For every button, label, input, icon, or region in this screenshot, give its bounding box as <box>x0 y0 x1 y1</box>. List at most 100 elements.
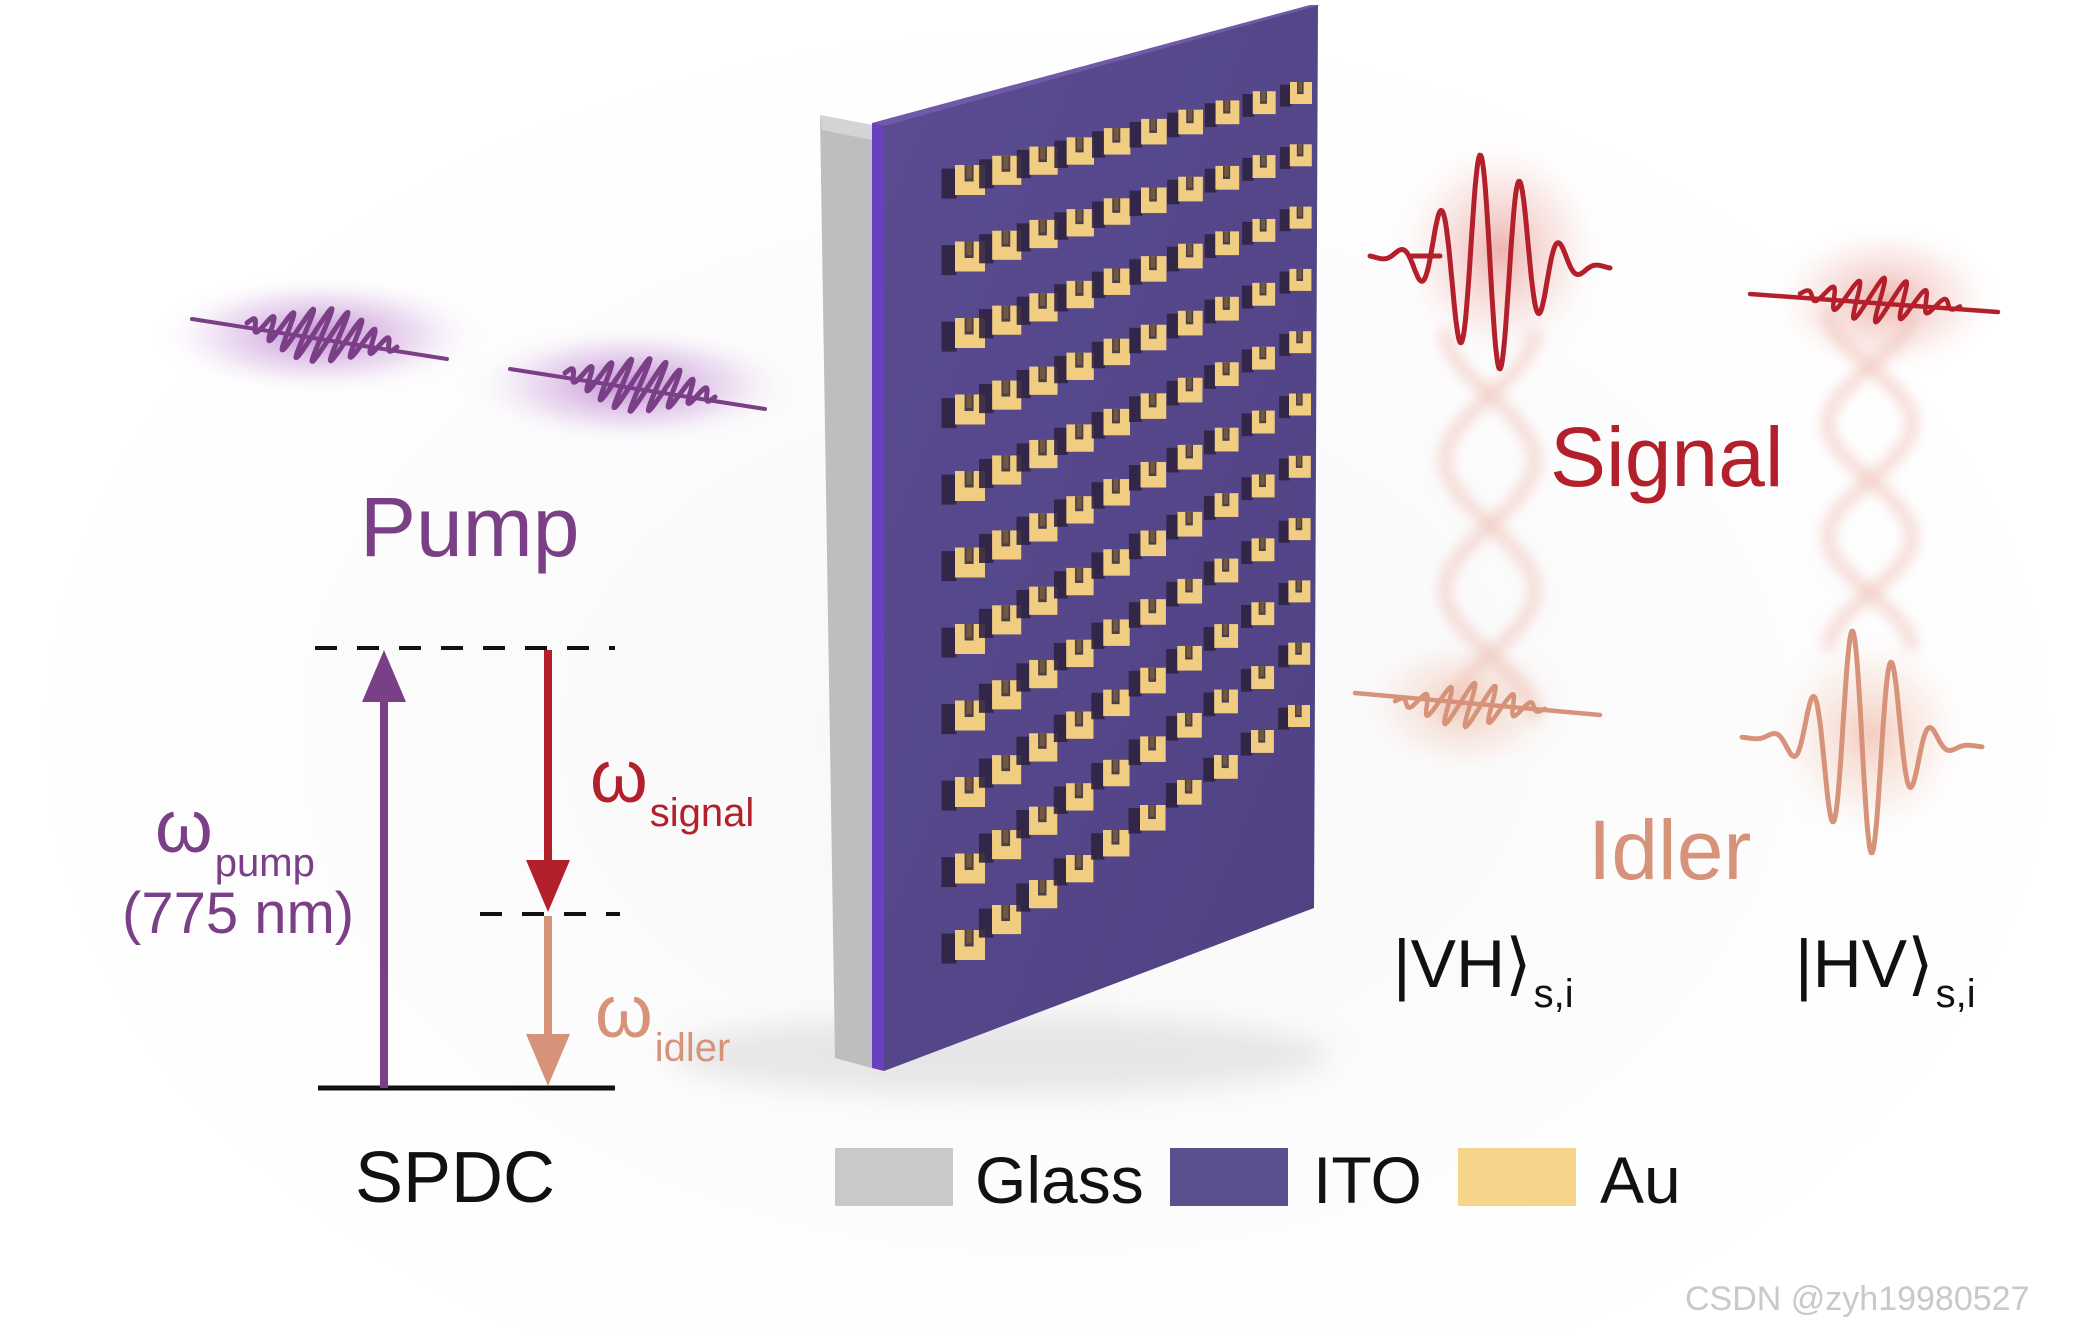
nanoantenna-cell <box>941 471 985 505</box>
nanoantenna-cell <box>1203 624 1239 651</box>
glass-layer <box>820 115 872 1068</box>
nanoantenna-cell <box>1204 296 1239 324</box>
nanoantenna-cell <box>1091 619 1130 650</box>
omega-signal-subscript: signal <box>649 791 755 835</box>
signal-glow-right <box>1765 220 2005 380</box>
nanoantenna-cell <box>1203 493 1239 520</box>
omega-signal-symbol: ω <box>590 735 648 818</box>
nanoantenna-cell <box>1204 362 1239 389</box>
nanoantenna-cell <box>1091 759 1130 790</box>
omega-signal-label: ωsignal <box>590 740 754 834</box>
nanoantenna-cell <box>1054 137 1094 168</box>
spdc-label: SPDC <box>355 1138 556 1218</box>
nanoantenna-cell <box>1016 513 1058 545</box>
nanoantenna-cell <box>1240 666 1275 692</box>
nanoantenna-cell <box>1241 282 1276 309</box>
nanoantenna-cell <box>941 318 985 352</box>
nanoantenna-cell <box>1241 346 1275 373</box>
nanoantenna-cell <box>1053 783 1094 814</box>
pump-arrow-head <box>362 650 406 702</box>
legend-label-glass: Glass <box>975 1143 1144 1217</box>
nanoantenna-cell <box>1166 511 1203 540</box>
nanoantenna-cell <box>1091 479 1130 509</box>
nanoantenna-cell <box>1053 639 1094 671</box>
state-hv-label: |HV⟩s,i <box>1795 930 1976 1014</box>
pump-wavelength-label: (775 nm) <box>122 881 355 946</box>
nanoantenna-cell <box>979 530 1022 563</box>
state-hv-subscript: s,i <box>1935 972 1976 1016</box>
nanoantenna-cell <box>1241 538 1275 565</box>
legend-swatch-glass <box>835 1148 953 1206</box>
nanoantenna-cell <box>1278 705 1310 730</box>
nanoantenna-cell <box>1091 268 1131 299</box>
nanoantenna-cell <box>1053 855 1094 886</box>
nanoantenna-cell <box>1242 91 1276 117</box>
nanoantenna-cell <box>941 930 985 964</box>
nanoantenna-cell <box>1279 144 1312 169</box>
nanoantenna-cell <box>1016 366 1058 399</box>
pump-pulse-right <box>508 356 767 414</box>
nanoantenna-cell <box>1129 393 1167 422</box>
nanoantenna-cell <box>1129 118 1167 148</box>
nanoantenna-cell <box>1129 324 1167 354</box>
nanoantenna-cell <box>1054 352 1094 384</box>
nanoantenna-cell <box>1129 187 1167 217</box>
nanoantenna-cell <box>1054 209 1094 240</box>
nanoantenna-cell <box>978 680 1022 713</box>
nanoantenna-cell <box>1091 830 1130 860</box>
nanoantenna-cell <box>1279 393 1311 419</box>
photon-wavepackets <box>1352 152 2001 856</box>
nanoantenna-cell <box>1166 444 1203 473</box>
nanoantenna-cell <box>1128 530 1166 560</box>
nanoantenna-cell <box>941 853 985 888</box>
omega-pump-subscript: pump <box>214 841 315 885</box>
nanoantenna-cell <box>1241 410 1275 437</box>
signal-arrow-head <box>526 860 570 912</box>
nanoantenna-cell <box>1279 268 1312 294</box>
omega-pump-label: ωpump <box>155 790 315 884</box>
nanoantenna-cell <box>1203 689 1238 717</box>
nanoantenna-cell <box>1091 338 1131 369</box>
nanoantenna-cell <box>1016 586 1058 619</box>
nanoantenna-cell <box>979 155 1022 189</box>
omega-idler-subscript: idler <box>654 1026 731 1070</box>
nanoantenna-cell <box>1203 558 1239 586</box>
idler-label: Idler <box>1588 803 1752 897</box>
legend-swatch-au <box>1458 1148 1576 1206</box>
gold-nanoantenna-array <box>941 82 1312 964</box>
nanoantenna-cell <box>1166 243 1203 272</box>
nanoantenna-cell <box>1091 408 1130 439</box>
nanoantenna-cell <box>1279 206 1312 232</box>
nanoantenna-cell <box>1278 642 1311 668</box>
nanoantenna-cell <box>1091 198 1131 228</box>
nanoantenna-cell <box>1166 712 1202 741</box>
nanoantenna-cell <box>979 380 1022 414</box>
nanoantenna-cell <box>1241 474 1275 501</box>
legend-swatch-ito <box>1170 1148 1288 1206</box>
nanoantenna-cell <box>941 165 985 199</box>
pump-pulse-left <box>190 306 449 364</box>
nanoantenna-cell <box>941 624 985 658</box>
nanoantenna-cell <box>1053 711 1094 743</box>
nanoantenna-cell <box>1016 219 1058 252</box>
nanoantenna-cell <box>1166 310 1203 339</box>
nanoantenna-cell <box>1091 689 1130 720</box>
nanoantenna-cell <box>1204 231 1240 258</box>
omega-idler-label: ωidler <box>595 975 730 1069</box>
nanoantenna-cell <box>979 305 1022 339</box>
nanoantenna-cell <box>1129 256 1167 285</box>
nanoantenna-cell <box>1241 602 1275 628</box>
signal-glow-top <box>1390 130 1610 370</box>
nanoantenna-cell <box>1167 176 1203 205</box>
nanoantenna-cell <box>1165 780 1202 808</box>
nanoantenna-cell <box>978 605 1022 638</box>
nanoantenna-cell <box>941 547 985 582</box>
nanoantenna-cell <box>1016 293 1058 325</box>
nanoantenna-cell <box>979 230 1022 264</box>
pump-label: Pump <box>360 480 580 574</box>
ito-edge <box>872 123 884 1071</box>
state-vh-subscript: s,i <box>1533 972 1574 1016</box>
nanoantenna-cell <box>1166 377 1203 406</box>
nanoantenna-cell <box>1278 518 1311 543</box>
